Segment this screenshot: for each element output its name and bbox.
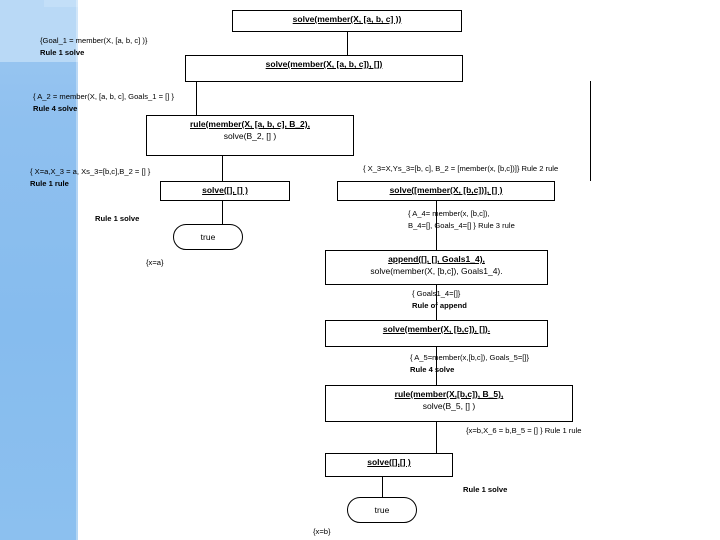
edge-right-to-n5 <box>590 100 591 181</box>
edge-n3-n4 <box>222 155 223 181</box>
annotation-line-2: Rule 1 solve <box>40 47 85 57</box>
node-rule-member-b2: rule(member(X, [a, b, c], B_2), solve(B_… <box>146 115 354 156</box>
node-head: solve(member(X, [a, b, c]), []) <box>265 59 383 69</box>
node-head: rule(member(X, [a, b, c], B_2), <box>190 119 310 129</box>
annotation-goal1-binding: {Goal_1 = member(X, [a, b, c] )} Rule 1 … <box>40 35 147 58</box>
node-solve-member-goal: solve(member(X, [a, b, c] )) <box>232 10 462 32</box>
annotation-line-1: {x=a} <box>146 258 164 267</box>
node-sub: solve(B_5, [] ) <box>422 400 476 411</box>
decorative-side-band <box>0 0 78 540</box>
node-head: solve(member(X, [a, b, c] )) <box>292 14 402 24</box>
annotation-rule1-solve-bottom: Rule 1 solve <box>463 484 507 496</box>
node-head: solve([member(X, [b,c])], [] ) <box>389 185 503 195</box>
edge-n8-n9 <box>436 422 437 453</box>
band-edge <box>76 0 78 540</box>
annotation-x-equals-a: {x=a} <box>146 257 164 269</box>
edge-n1-n2 <box>347 31 348 55</box>
annotation-line-1: { A_2 = member(X, [a, b, c], Goals_1 = [… <box>33 92 174 101</box>
annotation-line-1: { X_3=X,Ys_3=[b, c], B_2 = [member(x, [b… <box>363 164 559 173</box>
annotation-a4-binding: { A_4= member(x, [b,c]), B_4=[], Goals_4… <box>408 208 515 231</box>
terminal-true-bottom: true <box>347 497 417 523</box>
annotation-line-1: {Goal_1 = member(X, [a, b, c] )} <box>40 36 148 45</box>
node-head: solve(member(X, [b,c]), []). <box>382 324 491 334</box>
decorative-corner <box>44 0 78 7</box>
annotation-line-2: Rule 4 solve <box>410 364 455 374</box>
edge-n2-n3 <box>196 81 197 115</box>
annotation-goals1-empty: { Goals1_4=[]} Rule of append <box>412 288 467 311</box>
edge-n5-n6 <box>436 200 437 250</box>
annotation-line-2: Rule 4 solve <box>33 103 78 113</box>
edge-n9-t2 <box>382 477 383 497</box>
node-solve-list-member: solve([member(X, [b,c])], [] ) <box>337 181 555 201</box>
terminal-true-left: true <box>173 224 243 250</box>
node-head: solve([],[] ) <box>367 457 411 467</box>
annotation-line-2: Rule 1 rule <box>30 178 69 188</box>
node-append-goals1: append([], [], Goals1_4), solve(member(X… <box>325 250 548 285</box>
annotation-a2-binding: { A_2 = member(X, [a, b, c], Goals_1 = [… <box>33 91 174 114</box>
band-highlight <box>0 0 78 62</box>
annotation-line-1: { A_4= member(x, [b,c]), <box>408 209 490 218</box>
node-solve-empty-left: solve([], [] ) <box>160 181 290 201</box>
edge-n2-right <box>590 81 591 100</box>
node-head: rule(member(X,[b,c]), B_5), <box>394 389 504 399</box>
annotation-line-1: Rule 1 solve <box>95 214 140 223</box>
node-solve-member-empty: solve(member(X, [a, b, c]), []) <box>185 55 463 82</box>
annotation-line-1: { Goals1_4=[]} <box>412 289 461 298</box>
annotation-x-equals-b-rule1: {x=b,X_6 = b,B_5 = [] } Rule 1 rule <box>466 425 581 437</box>
annotation-rule1-solve-left: Rule 1 solve <box>95 213 139 225</box>
annotation-a3-binding: { X=a,X_3 = a, Xs_3=[b,c],B_2 = [] } Rul… <box>30 166 150 189</box>
node-solve-member-bc: solve(member(X, [b,c]), []). <box>325 320 548 347</box>
annotation-line-2: Rule of append <box>412 300 467 310</box>
annotation-line-1: { X=a,X_3 = a, Xs_3=[b,c],B_2 = [] } <box>30 167 151 176</box>
node-head: solve([], [] ) <box>202 185 248 195</box>
node-solve-empty-bottom: solve([],[] ) <box>325 453 453 477</box>
edge-n6-n7 <box>436 285 437 320</box>
annotation-line-1: {x=b,X_6 = b,B_5 = [] } Rule 1 rule <box>466 426 582 435</box>
edge-n4-t1 <box>222 200 223 224</box>
node-sub: solve(member(X, [b,c]), Goals1_4). <box>370 265 503 276</box>
edge-n7-n8 <box>436 347 437 385</box>
annotation-line-2: B_4=[], Goals_4=[] } Rule 3 rule <box>408 220 515 230</box>
annotation-line-1: Rule 1 solve <box>463 485 508 494</box>
annotation-a6-binding: { X_3=X,Ys_3=[b, c], B_2 = [member(x, [b… <box>363 163 558 175</box>
node-sub: solve(B_2, [] ) <box>223 130 277 141</box>
node-head: append([], [], Goals1_4), <box>388 254 485 264</box>
annotation-line-1: {x=b} <box>313 527 331 536</box>
annotation-line-1: { A_5=member(x,[b,c]), Goals_5=[]} <box>410 353 530 362</box>
annotation-x-equals-b: {x=b} <box>313 526 331 538</box>
annotation-a5-binding: { A_5=member(x,[b,c]), Goals_5=[]} Rule … <box>410 352 529 375</box>
node-rule-member-bc-b5: rule(member(X,[b,c]), B_5), solve(B_5, [… <box>325 385 573 422</box>
